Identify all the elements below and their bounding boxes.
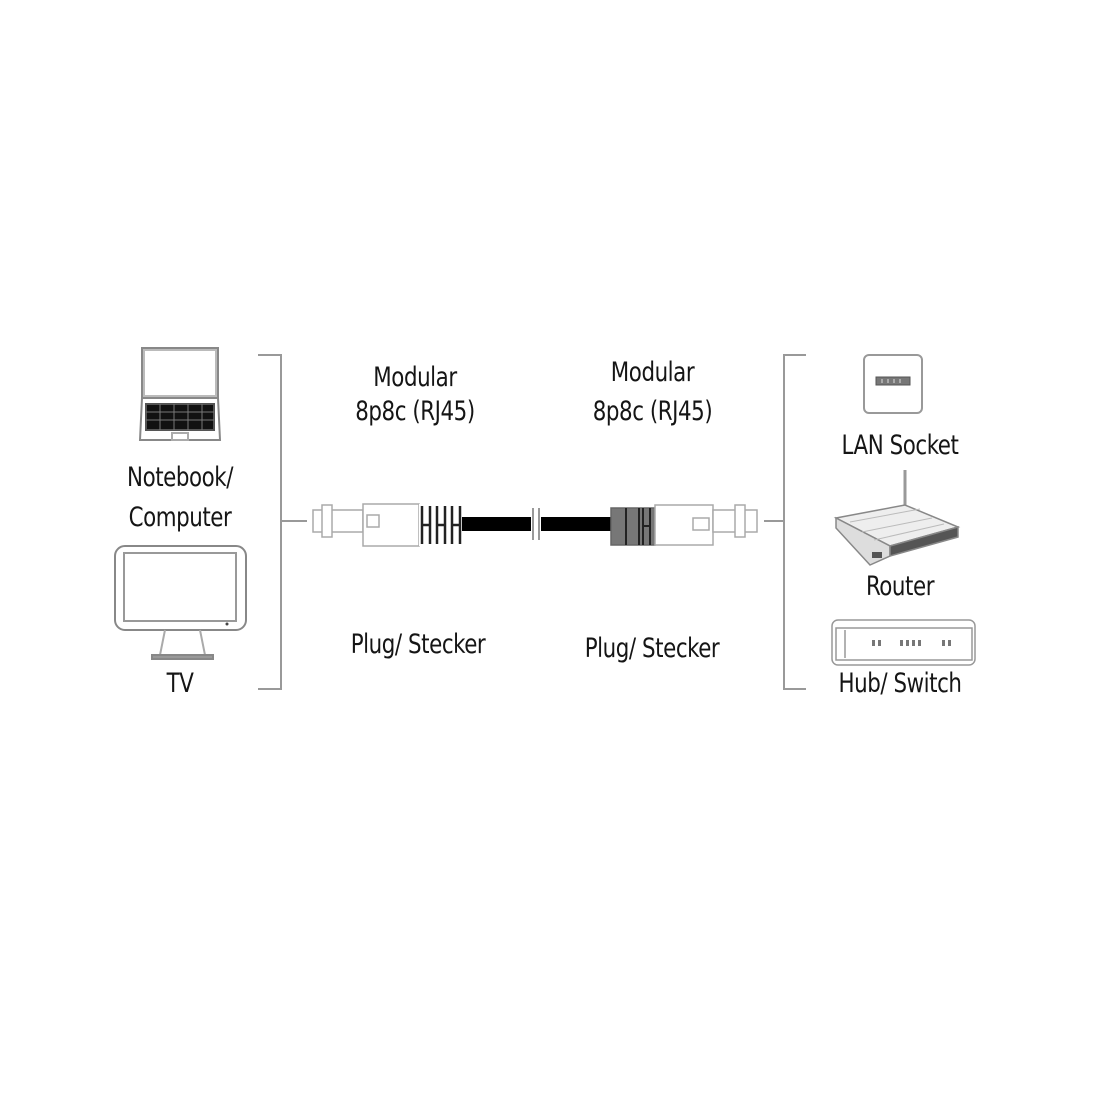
lan-socket-label: LAN Socket: [841, 430, 959, 461]
left-connector-type-line1: Modular: [373, 362, 457, 393]
cable: [462, 508, 611, 540]
left-bracket: [258, 354, 300, 690]
left-connector-type-line2: 8p8c (RJ45): [355, 396, 475, 427]
right-plug-label: Plug/ Stecker: [584, 633, 720, 664]
tv-icon: [114, 545, 247, 660]
laptop-icon: [138, 347, 222, 441]
router-icon: [833, 470, 961, 566]
tv-label: TV: [166, 668, 194, 699]
right-connector-type-line1: Modular: [610, 357, 695, 388]
right-connector-type-line2: 8p8c (RJ45): [592, 396, 713, 427]
router-label: Router: [865, 571, 935, 602]
left-rj45-plug: [300, 503, 462, 547]
hub-switch-label: Hub/ Switch: [838, 668, 962, 699]
notebook-label-line1: Notebook/: [127, 462, 233, 493]
right-rj45-plug: [610, 504, 758, 546]
wall-socket-icon: [863, 354, 923, 414]
notebook-label-line2: Computer: [128, 502, 232, 533]
right-bracket: [764, 354, 806, 690]
switch-icon: [831, 619, 976, 666]
left-plug-label: Plug/ Stecker: [350, 629, 486, 660]
